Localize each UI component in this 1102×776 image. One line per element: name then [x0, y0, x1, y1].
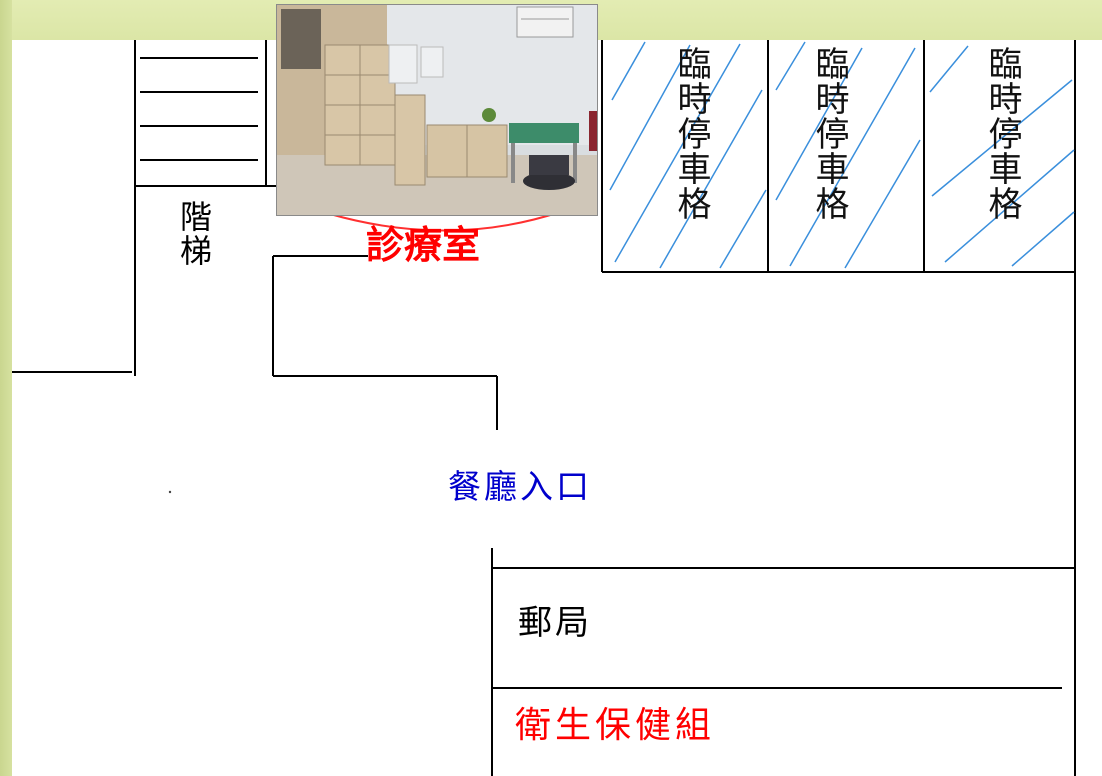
parking-block [601, 40, 1076, 273]
restaurant-entrance-label: 餐廳入口 [448, 467, 592, 506]
stairs-drawing [12, 40, 276, 376]
stairs-label: 階梯 [175, 200, 213, 268]
central-walls [272, 255, 1076, 776]
parking-hatching [609, 41, 1075, 269]
health-section-label: 衛生保健組 [515, 705, 716, 746]
clinic-photo-illustration [277, 5, 597, 215]
clinic-label: 診療室 [366, 222, 481, 267]
parking-space-label-2: 臨時停車格 [809, 46, 849, 221]
clinic-arc [329, 211, 561, 232]
map-dot [168, 490, 172, 494]
parking-space-label-1: 臨時停車格 [671, 46, 711, 221]
clinic-room-photo [276, 4, 598, 216]
post-office-label: 郵局 [518, 603, 592, 643]
parking-space-label-3: 臨時停車格 [982, 46, 1022, 221]
slide-left-band [0, 0, 12, 776]
